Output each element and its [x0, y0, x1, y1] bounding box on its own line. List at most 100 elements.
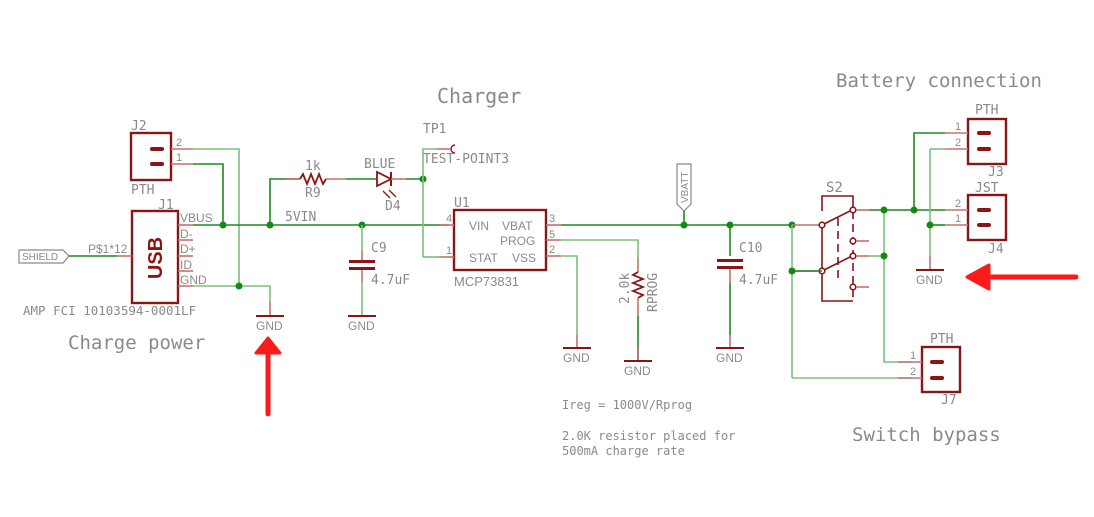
- section-title-battery-connection: Battery connection: [836, 70, 1042, 92]
- connector-j1-usb[interactable]: USB J1 VBUS D- D+ ID GND P$1*12 AMP FCI …: [23, 198, 213, 318]
- j1-pin-gnd: GND: [180, 273, 207, 287]
- j1-pin-vbus: VBUS: [180, 211, 213, 225]
- u1-ref: U1: [454, 196, 470, 211]
- junction: [788, 267, 796, 275]
- j4-ref: J4: [988, 242, 1004, 257]
- gnd-symbol-charge-power: GND: [256, 302, 284, 333]
- connector-j7[interactable]: PTH J7 1 2: [898, 332, 962, 408]
- junction: [926, 221, 934, 229]
- j3-pin-1: 1: [955, 121, 961, 133]
- svg-text:GND: GND: [348, 319, 375, 333]
- j3-value: PTH: [975, 103, 998, 118]
- connector-j2[interactable]: J2 PTH 2 1: [129, 119, 193, 198]
- svg-text:GND: GND: [916, 273, 943, 287]
- prog-wire: [561, 239, 639, 258]
- rprog-ref: RPROG: [646, 273, 661, 312]
- j1-ref: J1: [158, 198, 174, 213]
- vbatt-port-label: VBATT: [680, 172, 691, 203]
- junction: [880, 206, 888, 214]
- u1-pinnum-1: 1: [446, 245, 452, 257]
- j4-value: JST: [975, 181, 999, 196]
- u1-pin-vbat: VBAT: [502, 219, 533, 233]
- c9-ref: C9: [371, 241, 387, 256]
- j7-pin-2: 2: [910, 366, 916, 378]
- gnd-symbol: GND: [348, 315, 376, 333]
- u1-pinnum-4: 4: [446, 213, 452, 225]
- j7-value: PTH: [930, 332, 953, 347]
- connector-j3[interactable]: PTH J3 1 2: [945, 103, 1008, 180]
- connector-j4[interactable]: JST J4 2 1: [945, 181, 1008, 257]
- j2-value: PTH: [131, 183, 154, 198]
- j1-shield-pin: P$1*12: [88, 242, 128, 256]
- d4-value: BLUE: [364, 157, 395, 172]
- svg-text:GND: GND: [716, 351, 743, 365]
- j1-pin-dplus: D+: [180, 242, 196, 256]
- section-title-charger: Charger: [437, 84, 521, 108]
- j7-pin-1: 1: [910, 350, 916, 362]
- u1-pinnum-2: 2: [549, 244, 555, 256]
- j2-ref: J2: [131, 119, 147, 134]
- j3-pin-2: 2: [955, 137, 961, 149]
- r9-value: 1k: [305, 159, 321, 174]
- j1-part-number: AMP FCI 10103594-0001LF: [23, 303, 196, 318]
- junction: [880, 252, 888, 260]
- tp1-ref: TP1: [423, 122, 446, 137]
- resistor-rprog[interactable]: 2.0k RPROG: [618, 258, 661, 316]
- section-title-switch-bypass: Switch bypass: [852, 424, 1001, 446]
- vss-wire: [561, 255, 578, 335]
- j3-ref: J3: [988, 165, 1004, 180]
- wires-charge-power: [193, 148, 449, 302]
- u1-pin-prog: PROG: [500, 234, 535, 248]
- u1-pinnum-3: 3: [549, 213, 555, 225]
- j1-pin-dminus: D-: [180, 227, 193, 241]
- svg-text:GND: GND: [624, 364, 651, 378]
- junction: [235, 282, 243, 290]
- note-resistor-line1: 2.0K resistor placed for: [562, 429, 735, 443]
- junction: [910, 206, 918, 214]
- u1-pin-stat: STAT: [469, 251, 499, 265]
- d4-ref: D4: [385, 199, 401, 214]
- led-d4[interactable]: BLUE D4: [364, 157, 406, 214]
- u1-part: MCP73831: [454, 274, 519, 289]
- gnd-label: GND: [256, 319, 283, 333]
- u1-pin-vin: VIN: [469, 219, 489, 233]
- u1-pin-vss: VSS: [512, 251, 536, 265]
- note-ireg-formula: Ireg = 1000V/Rprog: [562, 398, 692, 412]
- j7-ref: J7: [941, 393, 957, 408]
- svg-text:GND: GND: [563, 351, 590, 365]
- arrow-up-charge-power-gnd: [254, 336, 282, 417]
- test-point-tp1[interactable]: TP1 TEST-POINT3: [422, 122, 509, 257]
- u1-pinnum-5: 5: [549, 229, 555, 241]
- capacitor-c10[interactable]: C10 4.7uF: [717, 225, 778, 348]
- shield-port-label: SHIELD: [22, 252, 58, 263]
- j1-pin-id: ID: [180, 258, 192, 272]
- junction: [219, 221, 227, 229]
- junction: [266, 221, 274, 229]
- c9-value: 4.7uF: [371, 273, 410, 288]
- gnd-symbol: GND: [624, 360, 652, 378]
- usb-symbol-label: USB: [145, 237, 167, 279]
- gnd-symbol: GND: [563, 347, 591, 365]
- section-title-charge-power: Charge power: [68, 332, 205, 354]
- note-resistor-line2: 500mA charge rate: [562, 444, 685, 458]
- j4-pin-2: 2: [955, 198, 961, 210]
- resistor-r9[interactable]: 1k R9: [286, 159, 346, 201]
- c10-value: 4.7uF: [739, 273, 778, 288]
- tp1-value: TEST-POINT3: [423, 152, 509, 167]
- ic-u1-mcp73831[interactable]: U1 VIN STAT VBAT PROG VSS 4 1 3 5 2 MCP7…: [439, 196, 561, 289]
- vbatt-port[interactable]: VBATT: [676, 163, 692, 225]
- rprog-value: 2.0k: [618, 273, 633, 304]
- shield-port[interactable]: SHIELD: [18, 249, 117, 264]
- j4-pin-1: 1: [955, 213, 961, 225]
- gnd-symbol: GND: [716, 347, 744, 365]
- s2-ref: S2: [826, 180, 843, 196]
- gnd-symbol-battery: GND: [916, 269, 944, 287]
- net-label-5vin: 5VIN: [285, 210, 316, 225]
- switch-s2[interactable]: S2: [792, 180, 869, 302]
- r9-ref: R9: [305, 186, 321, 201]
- j2-pin-1: 1: [176, 152, 182, 164]
- j2-pin-2: 2: [176, 137, 182, 149]
- capacitor-c9[interactable]: C9 4.7uF: [349, 225, 410, 316]
- c10-ref: C10: [739, 241, 762, 256]
- arrow-left-battery-gnd: [965, 263, 1079, 291]
